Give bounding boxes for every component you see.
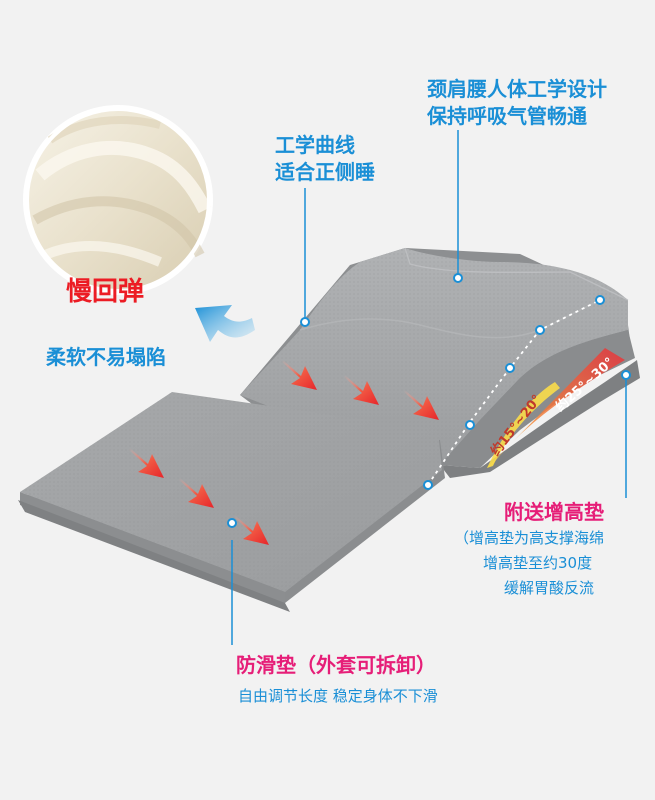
blue-arrow-icon — [195, 305, 255, 342]
memory-foam-caption: 柔软不易塌陷 — [46, 345, 166, 369]
booster-line-2: 增高垫至约30度 — [483, 554, 593, 572]
callout-leaders — [231, 130, 627, 645]
mat-title: 防滑垫（外套可拆卸） — [236, 653, 436, 677]
curve-title: 工学曲线 — [275, 133, 355, 157]
callout-dot-icon — [227, 273, 631, 528]
booster-title: 附送增高垫 — [504, 500, 604, 524]
red-arrow-icon — [129, 360, 439, 545]
foam-closeup-circle — [23, 105, 213, 295]
mat-caption: 自由调节长度 稳定身体不下滑 — [238, 687, 438, 705]
booster-line-3: 缓解胃酸反流 — [504, 579, 595, 597]
anti-slip-mat — [18, 392, 445, 612]
memory-foam-badge: 慢回弹 — [66, 277, 145, 307]
curve-subtitle: 适合正侧睡 — [275, 160, 375, 184]
ergonomic-subtitle: 保持呼吸气管畅通 — [427, 104, 587, 128]
booster-line-1: （增高垫为高支撑海绵 — [454, 529, 605, 547]
wedge-pillow — [240, 247, 640, 478]
ergonomic-title: 颈肩腰人体工学设计 — [427, 77, 607, 101]
